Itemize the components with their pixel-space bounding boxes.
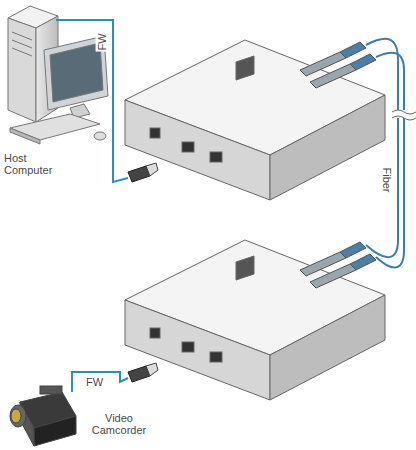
computer-keyboard <box>10 114 106 144</box>
cable-label: Fiber <box>381 166 393 193</box>
fiber-connector <box>300 42 376 88</box>
cable-label: FW <box>96 32 108 51</box>
firewire-cable <box>56 20 158 182</box>
fiber-repeater-bottom <box>125 240 385 400</box>
firewire-cable <box>72 363 158 392</box>
cable-label: FW <box>86 376 110 388</box>
device-label: Video Camcorder <box>84 412 154 436</box>
video-camcorder <box>10 386 76 446</box>
device-label: Host Computer <box>4 152 64 176</box>
fiber-repeater-top <box>125 40 385 200</box>
fiber-connector <box>300 242 376 288</box>
fiber-cable <box>366 39 416 268</box>
